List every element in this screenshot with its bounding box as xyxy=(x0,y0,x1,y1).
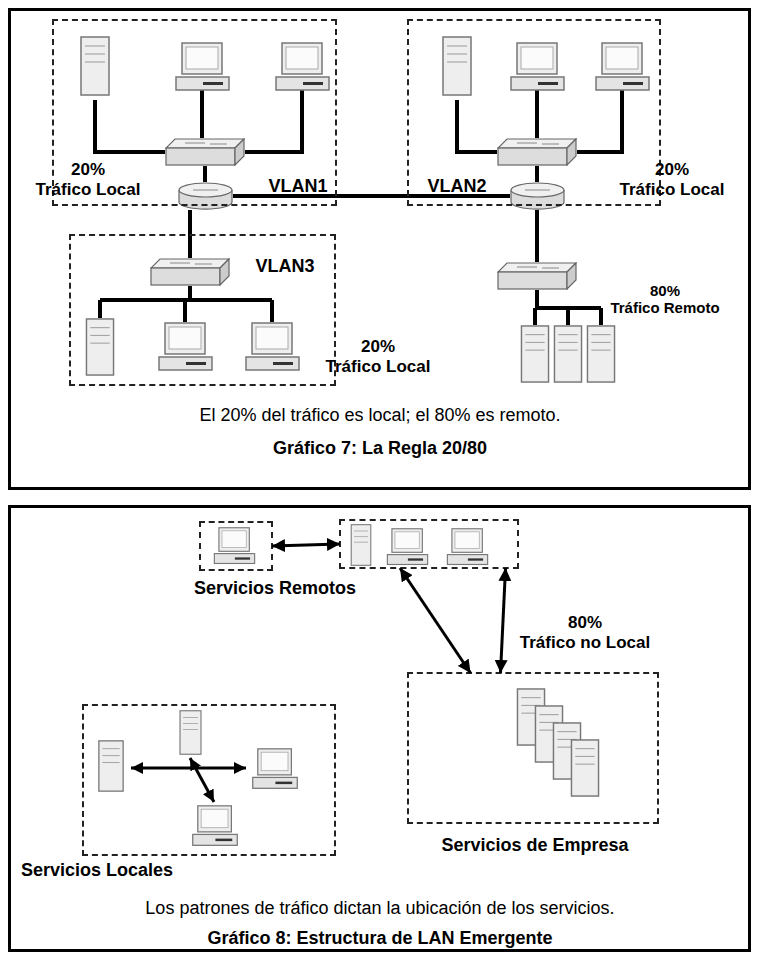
traffic-label: 80% Tráfico Remoto xyxy=(580,282,750,317)
switch-icon xyxy=(498,263,576,289)
pc-icon xyxy=(447,529,487,565)
server-icon xyxy=(86,319,113,375)
text-line: 80% xyxy=(580,282,750,299)
server-icon xyxy=(443,37,471,95)
switch-icon xyxy=(166,139,244,165)
traffic-arrow xyxy=(272,544,340,546)
group-label: 20% Tráfico Local xyxy=(592,160,752,199)
pc-icon xyxy=(596,43,649,90)
wire xyxy=(95,100,165,152)
pc-icon xyxy=(276,43,329,90)
figure-frame: El 20% del tráfico es local; el 80% es r… xyxy=(8,8,751,490)
figure-caption: El 20% del tráfico es local; el 80% es r… xyxy=(60,405,700,426)
wire xyxy=(200,90,204,138)
wire xyxy=(577,90,622,152)
text-line: 20% xyxy=(298,337,458,357)
wire xyxy=(535,90,539,138)
wire xyxy=(100,286,272,322)
server-icon xyxy=(587,326,614,382)
dashed-group-box: 20% Tráfico LocalVLAN1 xyxy=(53,20,336,205)
pc-icon xyxy=(511,43,564,90)
dashed-group-box: Servicios Locales xyxy=(83,705,335,855)
switch-icon xyxy=(498,139,576,165)
figure-caption: Gráfico 7: La Regla 20/80 xyxy=(60,438,700,459)
dashed-group-box: VLAN220% Tráfico Local xyxy=(408,20,660,205)
text-line: 20% xyxy=(8,160,168,180)
pc-icon xyxy=(246,323,299,370)
dashed-group-box xyxy=(340,520,518,568)
dashed-group-box: Servicios Remotos xyxy=(200,522,272,570)
traffic-arrow xyxy=(400,568,471,673)
group-label: Servicios Remotos xyxy=(165,578,385,599)
wire xyxy=(203,166,207,182)
switch-icon xyxy=(151,259,229,285)
pc-icon xyxy=(214,528,254,564)
server-icon xyxy=(180,711,201,755)
figure-caption: Los patrones de tráfico dictan la ubicac… xyxy=(30,898,730,919)
router-icon xyxy=(511,183,564,209)
local-traffic-arrow xyxy=(131,767,246,770)
pc-icon xyxy=(387,529,427,565)
wire xyxy=(535,290,601,325)
text-line: 20% xyxy=(592,160,752,180)
group-label: 20% Tráfico Local xyxy=(298,337,458,376)
pc-icon xyxy=(159,323,212,370)
traffic-arrow xyxy=(501,568,506,673)
router-icon xyxy=(179,183,232,209)
pc-icon xyxy=(176,43,229,90)
group-label: VLAN2 xyxy=(412,176,502,197)
figure-caption: Gráfico 8: Estructura de LAN Emergente xyxy=(30,928,730,949)
network-wires xyxy=(95,90,622,325)
group-label: VLAN1 xyxy=(248,176,348,197)
server-icon xyxy=(81,37,109,95)
pc-icon xyxy=(193,806,238,845)
group-label: Servicios Locales xyxy=(2,860,192,881)
wire xyxy=(535,166,539,182)
text-line: 80% xyxy=(505,613,665,633)
server-icon xyxy=(571,740,598,796)
group-label: Servicios de Empresa xyxy=(415,835,655,856)
wire xyxy=(245,90,302,152)
server-icon xyxy=(351,525,371,566)
wire xyxy=(188,210,192,258)
local-traffic-arrow xyxy=(190,758,214,802)
server-icon xyxy=(554,326,581,382)
group-label: 20% Tráfico Local xyxy=(8,160,168,199)
dashed-group-box: VLAN320% Tráfico Local xyxy=(70,235,335,385)
server-icon xyxy=(99,741,123,791)
pc-icon xyxy=(253,749,298,788)
group-label: VLAN3 xyxy=(240,256,330,277)
wire xyxy=(457,100,497,152)
server-icon xyxy=(521,326,548,382)
dashed-group-box: Servicios de Empresa xyxy=(408,673,658,823)
figure-frame: Los patrones de tráfico dictan la ubicac… xyxy=(8,505,751,952)
edge-label: 80% Tráfico no Local xyxy=(505,613,665,652)
wire xyxy=(535,210,539,262)
